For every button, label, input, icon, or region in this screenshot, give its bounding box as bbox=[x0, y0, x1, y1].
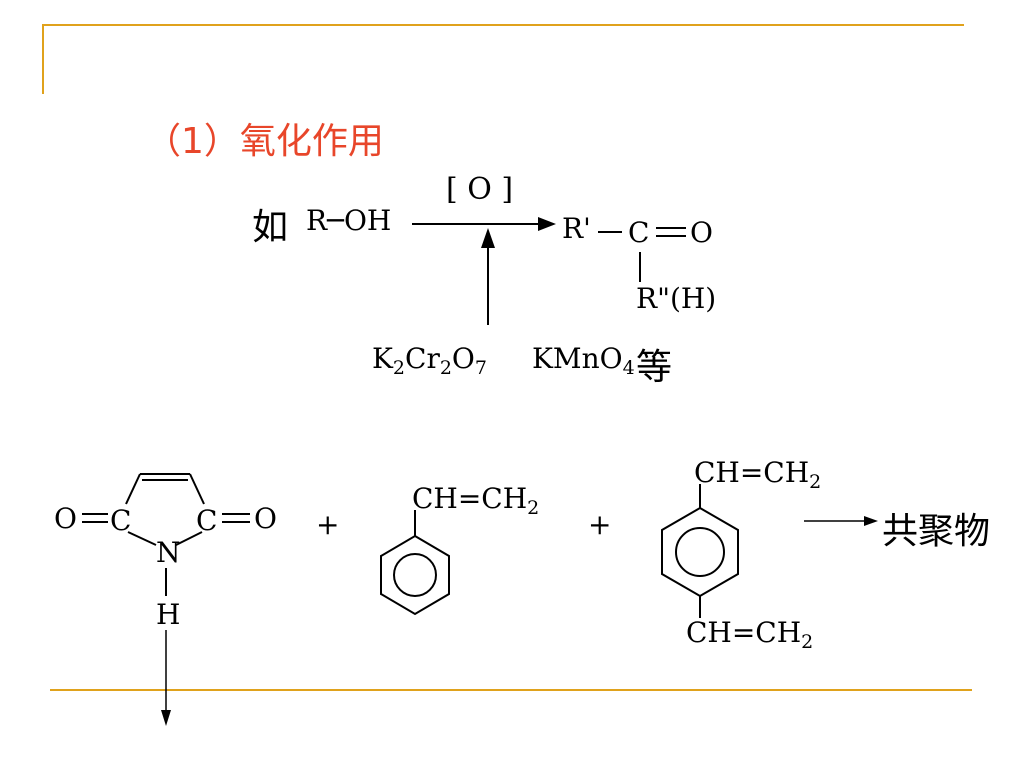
maleimide-left-o: O bbox=[54, 502, 77, 535]
reaction1-arrowhead bbox=[538, 217, 556, 231]
product-rprime: R' bbox=[562, 212, 591, 245]
maleimide-n: N bbox=[156, 536, 181, 569]
plus-sign-2: + bbox=[588, 508, 612, 541]
maleimide-h: H bbox=[156, 598, 181, 631]
slide-title: （1）氧化作用 bbox=[145, 121, 384, 162]
dvb-top-vinyl-group: CH=CH2 bbox=[694, 456, 822, 493]
frame-bottom-line bbox=[50, 689, 972, 691]
dvb-ring bbox=[661, 506, 739, 598]
oxidant-suffix: 等 bbox=[636, 347, 673, 388]
plus-sign-1: + bbox=[316, 508, 340, 541]
oxidant-permanganate: KMnO4 bbox=[532, 342, 635, 379]
product-oxygen: O bbox=[690, 216, 713, 249]
reaction1-prefix: 如 bbox=[252, 207, 289, 248]
product-carbonyl-c: C bbox=[628, 216, 650, 249]
product-substituent: R"(H) bbox=[636, 282, 717, 315]
dvb-bottom-vinyl-group: CH=CH2 bbox=[686, 616, 814, 653]
frame-top-line bbox=[42, 24, 964, 26]
oxidant-dichromate: K2Cr2O7 bbox=[372, 342, 487, 379]
frame-left-line bbox=[42, 24, 44, 94]
styrene-ring bbox=[380, 534, 450, 616]
maleimide-right-o: O bbox=[254, 502, 277, 535]
maleimide-left-c: C bbox=[110, 504, 132, 537]
maleimide-right-c: C bbox=[196, 504, 218, 537]
styrene-vinyl-group: CH=CH2 bbox=[412, 482, 540, 519]
reagent-oxygen: [ O ] bbox=[446, 172, 514, 207]
reactant-roh: R─OH bbox=[306, 204, 392, 237]
reagent-arrowhead bbox=[481, 228, 495, 248]
copolymer-product: 共聚物 bbox=[882, 511, 991, 552]
